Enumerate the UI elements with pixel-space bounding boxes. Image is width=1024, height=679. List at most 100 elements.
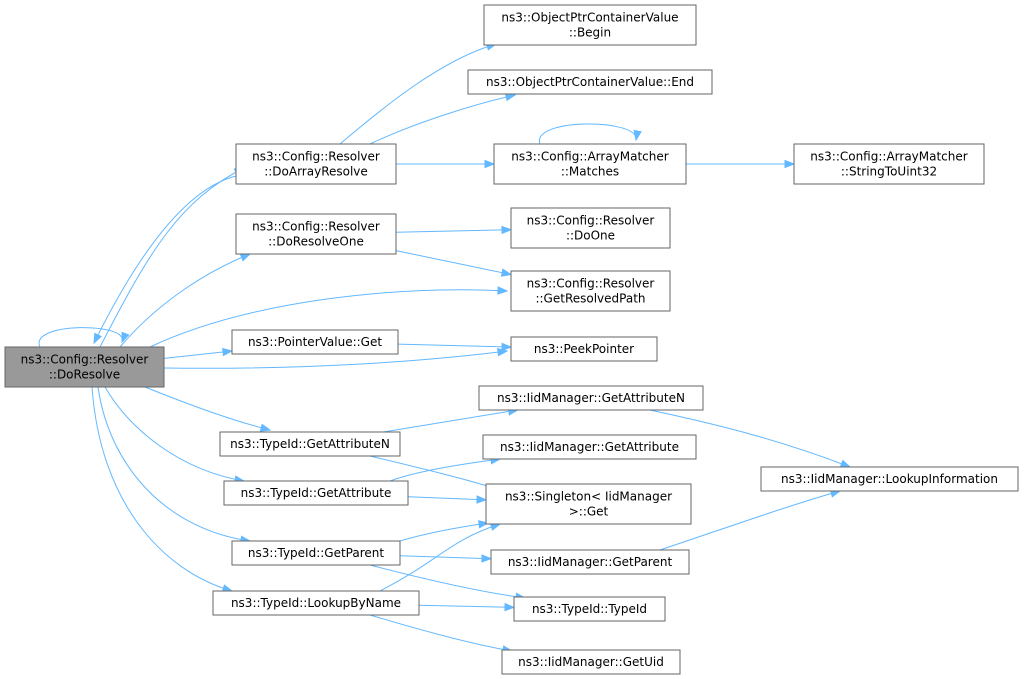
node-iid-get-uid[interactable]: ns3::IidManager::GetUid	[501, 649, 681, 675]
node-optr-begin[interactable]: ns3::ObjectPtrContainerValue::Begin	[483, 4, 697, 46]
node-label: ns3::IidManager::GetAttributeN	[497, 391, 685, 405]
node-resolver-get-resolved[interactable]: ns3::Config::Resolver::GetResolvedPath	[510, 270, 671, 312]
node-iid-lookup-info[interactable]: ns3::IidManager::LookupInformation	[760, 466, 1019, 492]
node-iid-get-parent[interactable]: ns3::IidManager::GetParent	[490, 549, 690, 575]
edge-line	[163, 350, 508, 369]
edge-line	[395, 250, 512, 275]
node-label: ns3::IidManager::LookupInformation	[781, 472, 998, 486]
edge-line	[97, 386, 251, 542]
node-typeid-get-attribute-n[interactable]: ns3::TypeId::GetAttributeN	[219, 431, 401, 457]
edge-line	[339, 43, 497, 145]
node-label: ns3::TypeId::GetParent	[248, 546, 384, 560]
edge-do_resolve_one-to-resolver_do_one	[395, 225, 513, 235]
node-box	[478, 385, 704, 411]
node-label: ns3::Config::ArrayMatcher	[511, 150, 668, 164]
edge-line	[144, 386, 271, 431]
node-label: ::DoOne	[566, 229, 615, 243]
node-label: ns3::ObjectPtrContainerValue::End	[486, 75, 694, 89]
node-typeid-lookup-by-name[interactable]: ns3::TypeId::LookupByName	[212, 590, 420, 616]
edge-do_array_resolve-to-optr_end	[369, 92, 517, 145]
node-label: ns3::TypeId::LookupByName	[231, 596, 401, 610]
edge-arrowhead	[504, 602, 516, 612]
node-box	[510, 270, 671, 312]
edge-layer	[38, 42, 852, 654]
node-box	[231, 329, 399, 355]
node-label: ::GetResolvedPath	[535, 292, 645, 306]
node-layer: ns3::Config::Resolver::DoResolvens3::Con…	[4, 4, 1019, 675]
edge-do_resolve-to-resolver_get_resolved	[149, 286, 509, 348]
node-label: ns3::PeekPointer	[534, 342, 634, 356]
edge-line	[93, 175, 237, 344]
edge-typeid_lookup_by_name-to-iid_get_uid	[369, 614, 514, 654]
edge-typeid_get_attribute_n-to-iid_get_attribute_n	[383, 407, 520, 433]
node-typeid-typeid[interactable]: ns3::TypeId::TypeId	[513, 596, 666, 622]
node-label: ::DoResolve	[49, 368, 120, 382]
edge-line	[399, 555, 492, 560]
edge-do_resolve-to-typeid_lookup_by_name	[91, 386, 234, 593]
node-iid-get-attribute[interactable]: ns3::IidManager::GetAttribute	[482, 434, 697, 460]
edge-arrowhead	[504, 92, 517, 102]
edge-arrowhead	[501, 342, 513, 352]
node-array-matcher-matches[interactable]: ns3::Config::ArrayMatcher::Matches	[493, 143, 687, 185]
edge-arrowhead	[633, 129, 642, 142]
node-box	[793, 143, 985, 185]
edge-arrowhead	[501, 225, 513, 235]
edge-arrowhead	[784, 159, 796, 169]
edge-do_resolve-to-typeid_get_attribute_n	[144, 386, 272, 432]
node-label: ns3::Config::Resolver	[252, 220, 380, 234]
node-box	[4, 346, 165, 388]
edge-do_resolve-to-pointer_value_get	[163, 347, 234, 359]
node-pointer-value-get[interactable]: ns3::PointerValue::Get	[231, 329, 399, 355]
edge-line	[399, 522, 489, 542]
node-box	[483, 4, 697, 46]
edge-do_resolve-to-do_resolve_one	[119, 253, 252, 348]
node-do-array-resolve[interactable]: ns3::Config::Resolver::DoArrayResolve	[235, 143, 397, 185]
node-label: ns3::TypeId::GetAttributeN	[230, 437, 390, 451]
node-box	[513, 596, 666, 622]
node-box	[231, 540, 401, 566]
node-do-resolve-one[interactable]: ns3::Config::Resolver::DoResolveOne	[235, 213, 397, 255]
node-label: ns3::Config::ArrayMatcher	[810, 150, 967, 164]
edge-iid_get_attribute_n-to-iid_lookup_info	[649, 409, 852, 468]
node-label: >::Get	[569, 505, 609, 519]
node-label: ns3::IidManager::GetUid	[518, 655, 664, 669]
edge-do_resolve-to-do_resolve	[38, 327, 130, 348]
node-box	[235, 143, 397, 185]
edge-arrowhead	[239, 253, 252, 262]
edge-line	[407, 496, 487, 501]
node-label: ns3::IidManager::GetAttribute	[500, 440, 679, 454]
edge-line	[397, 343, 512, 348]
node-label: ns3::TypeId::TypeId	[532, 602, 647, 616]
edge-typeid_lookup_by_name-to-singleton_get	[379, 522, 502, 592]
node-singleton-get[interactable]: ns3::Singleton< IidManager>::Get	[485, 483, 692, 525]
node-array-matcher-str2u32[interactable]: ns3::Config::ArrayMatcher::StringToUint3…	[793, 143, 985, 185]
edge-pointer_value_get-to-peek_pointer	[397, 342, 513, 352]
node-do-resolve[interactable]: ns3::Config::Resolver::DoResolve	[4, 346, 165, 388]
node-label: ns3::Config::Resolver	[527, 214, 655, 228]
node-peek-pointer[interactable]: ns3::PeekPointer	[510, 336, 658, 362]
node-box	[467, 69, 713, 95]
edge-line	[163, 350, 233, 359]
edge-arrowhead	[839, 459, 852, 468]
edge-line	[91, 386, 233, 592]
node-label: ::DoResolveOne	[268, 235, 364, 249]
edge-line	[369, 614, 513, 652]
node-resolver-do-one[interactable]: ns3::Config::Resolver::DoOne	[510, 207, 671, 249]
edge-line	[395, 229, 512, 233]
node-label: ::DoArrayResolve	[264, 165, 368, 179]
edge-typeid_lookup_by_name-to-typeid_typeid	[418, 602, 516, 612]
node-typeid-get-parent[interactable]: ns3::TypeId::GetParent	[231, 540, 401, 566]
node-typeid-get-attribute[interactable]: ns3::TypeId::GetAttribute	[223, 480, 409, 506]
node-box	[501, 649, 681, 675]
node-optr-end[interactable]: ns3::ObjectPtrContainerValue::End	[467, 69, 713, 95]
node-label: ::Matches	[561, 165, 619, 179]
edge-typeid_get_attribute-to-iid_get_attribute	[389, 456, 502, 482]
edge-arrowhead	[500, 268, 513, 277]
node-iid-get-attribute-n[interactable]: ns3::IidManager::GetAttributeN	[478, 385, 704, 411]
edge-arrowhead	[121, 331, 130, 344]
edge-arrowhead	[484, 159, 496, 169]
edge-line	[539, 123, 637, 145]
node-box	[760, 466, 1019, 492]
edge-arrowhead	[497, 286, 509, 295]
